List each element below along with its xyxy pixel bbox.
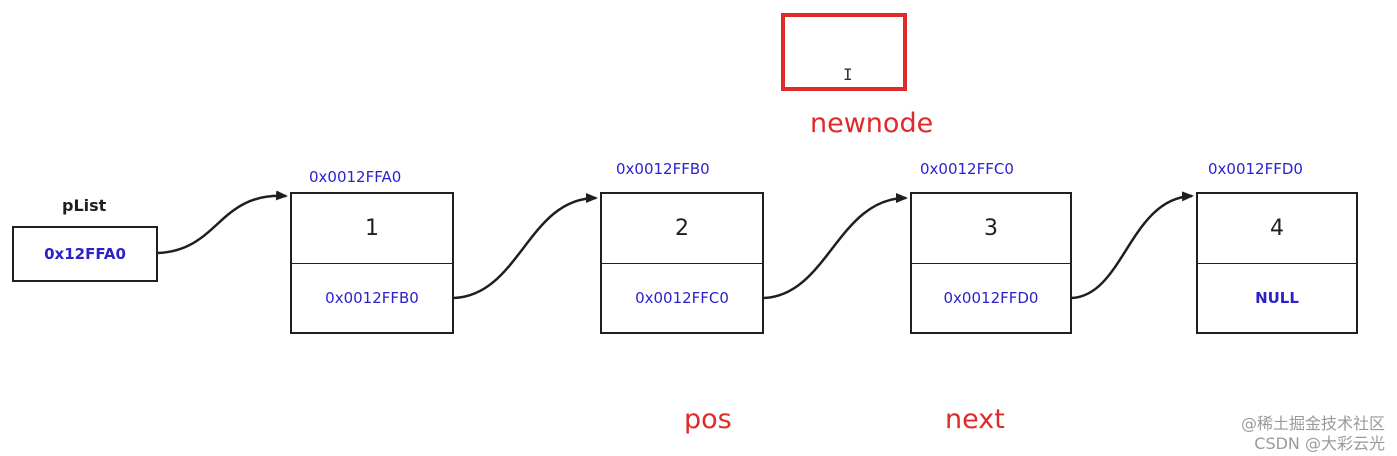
arrow-node3-to-node4 [1071, 191, 1194, 300]
text-cursor-icon: I [843, 65, 853, 84]
arrow-node1-to-node2 [453, 193, 598, 300]
node-2-address: 0x0012FFB0 [616, 160, 710, 178]
node-4-next-cell: NULL [1198, 263, 1356, 332]
node-4-address: 0x0012FFD0 [1208, 160, 1303, 178]
plist-value: 0x12FFA0 [44, 245, 126, 263]
node-2-data: 2 [675, 216, 689, 241]
newnode-label: newnode [810, 108, 934, 139]
node-1-data: 1 [365, 216, 379, 241]
node-2-next-cell: 0x0012FFC0 [602, 263, 762, 332]
node-3-data-cell: 3 [912, 194, 1070, 264]
node-2-next: 0x0012FFC0 [635, 288, 729, 307]
arrow-node2-to-node3 [763, 193, 908, 300]
watermark-line-2: CSDN @大彩云光 [1254, 434, 1385, 453]
list-node-1: 1 0x0012FFB0 [290, 192, 454, 334]
list-node-3: 3 0x0012FFD0 [910, 192, 1072, 334]
node-1-next: 0x0012FFB0 [325, 288, 419, 307]
node-3-next-cell: 0x0012FFD0 [912, 263, 1070, 332]
node-4-data: 4 [1270, 216, 1284, 241]
node-1-address: 0x0012FFA0 [309, 168, 402, 186]
node-3-data: 3 [984, 216, 998, 241]
node-2-data-cell: 2 [602, 194, 762, 264]
node-3-address: 0x0012FFC0 [920, 160, 1014, 178]
node-1-data-cell: 1 [292, 194, 452, 264]
watermark: @稀土掘金技术社区 CSDN @大彩云光 [1241, 414, 1385, 454]
plist-label: pList [62, 196, 107, 215]
node-3-next: 0x0012FFD0 [943, 288, 1039, 307]
node-4-data-cell: 4 [1198, 194, 1356, 264]
pos-label: pos [684, 404, 732, 435]
next-label: next [945, 404, 1005, 435]
watermark-line-1: @稀土掘金技术社区 [1240, 414, 1385, 433]
list-node-4: 4 NULL [1196, 192, 1358, 334]
plist-box: 0x12FFA0 [12, 226, 158, 282]
arrow-plist-to-node1 [157, 190, 288, 255]
node-1-next-cell: 0x0012FFB0 [292, 263, 452, 332]
node-4-next: NULL [1255, 288, 1299, 307]
newnode-box: I [781, 13, 907, 91]
list-node-2: 2 0x0012FFC0 [600, 192, 764, 334]
